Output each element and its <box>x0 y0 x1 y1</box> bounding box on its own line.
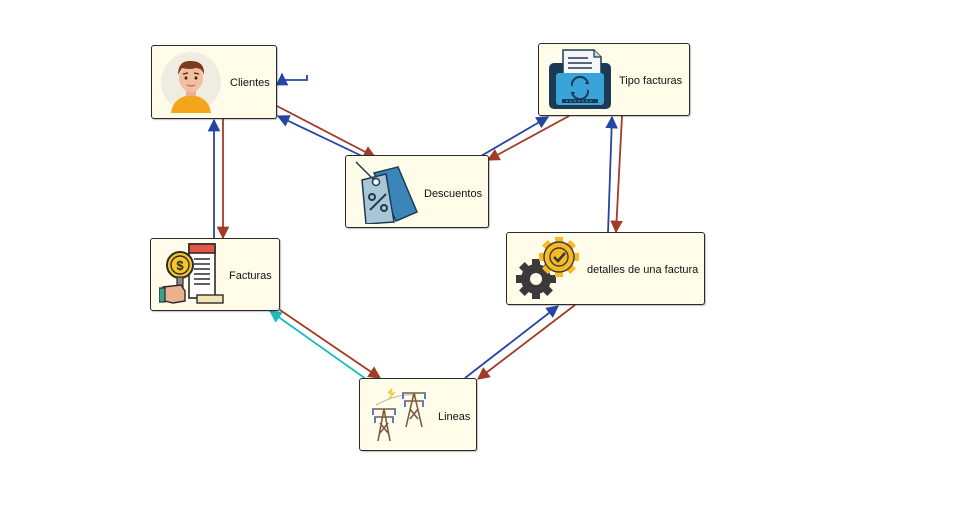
node-label: Clientes <box>230 77 270 89</box>
node-label: Lineas <box>438 411 471 423</box>
edge-descuentos-to-clientes <box>276 115 365 158</box>
edge-lineas-to-detalles <box>464 305 559 379</box>
node-tipo-facturas[interactable]: Tipo facturas <box>538 43 690 116</box>
node-facturas[interactable]: $ Facturas <box>150 238 280 311</box>
node-detalles[interactable]: detalles de una factura <box>506 232 705 305</box>
node-label: Descuentos <box>424 188 483 200</box>
edge-lineas-to-facturas <box>268 310 367 380</box>
edge-clientes-to-descuentos <box>276 105 377 158</box>
edge-clientes-self-loop <box>275 72 308 86</box>
node-lineas[interactable]: Lineas <box>359 378 477 451</box>
node-clientes[interactable]: Clientes <box>151 45 277 119</box>
node-label: detalles de una factura <box>587 264 699 276</box>
svg-text:$: $ <box>176 258 184 273</box>
edge-tipofacturas-to-detalles <box>610 115 623 234</box>
power-tower-icon <box>368 387 430 443</box>
edge-detalles-to-lineas <box>476 304 576 380</box>
node-descuentos[interactable]: Descuentos <box>345 155 489 228</box>
person-avatar-icon <box>160 51 222 113</box>
edge-descuentos-to-tipofacturas <box>480 116 550 157</box>
node-label: Tipo facturas <box>619 75 683 87</box>
discount-tag-icon <box>354 160 418 225</box>
invoice-printer-icon <box>548 49 612 111</box>
node-label: Facturas <box>229 270 272 282</box>
edge-detalles-to-tipofacturas <box>605 115 618 234</box>
edge-facturas-to-lineas <box>279 309 382 379</box>
edge-tipofacturas-to-descuentos <box>486 115 570 161</box>
gears-icon <box>515 237 581 301</box>
bill-magnifier-icon: $ <box>158 243 225 307</box>
